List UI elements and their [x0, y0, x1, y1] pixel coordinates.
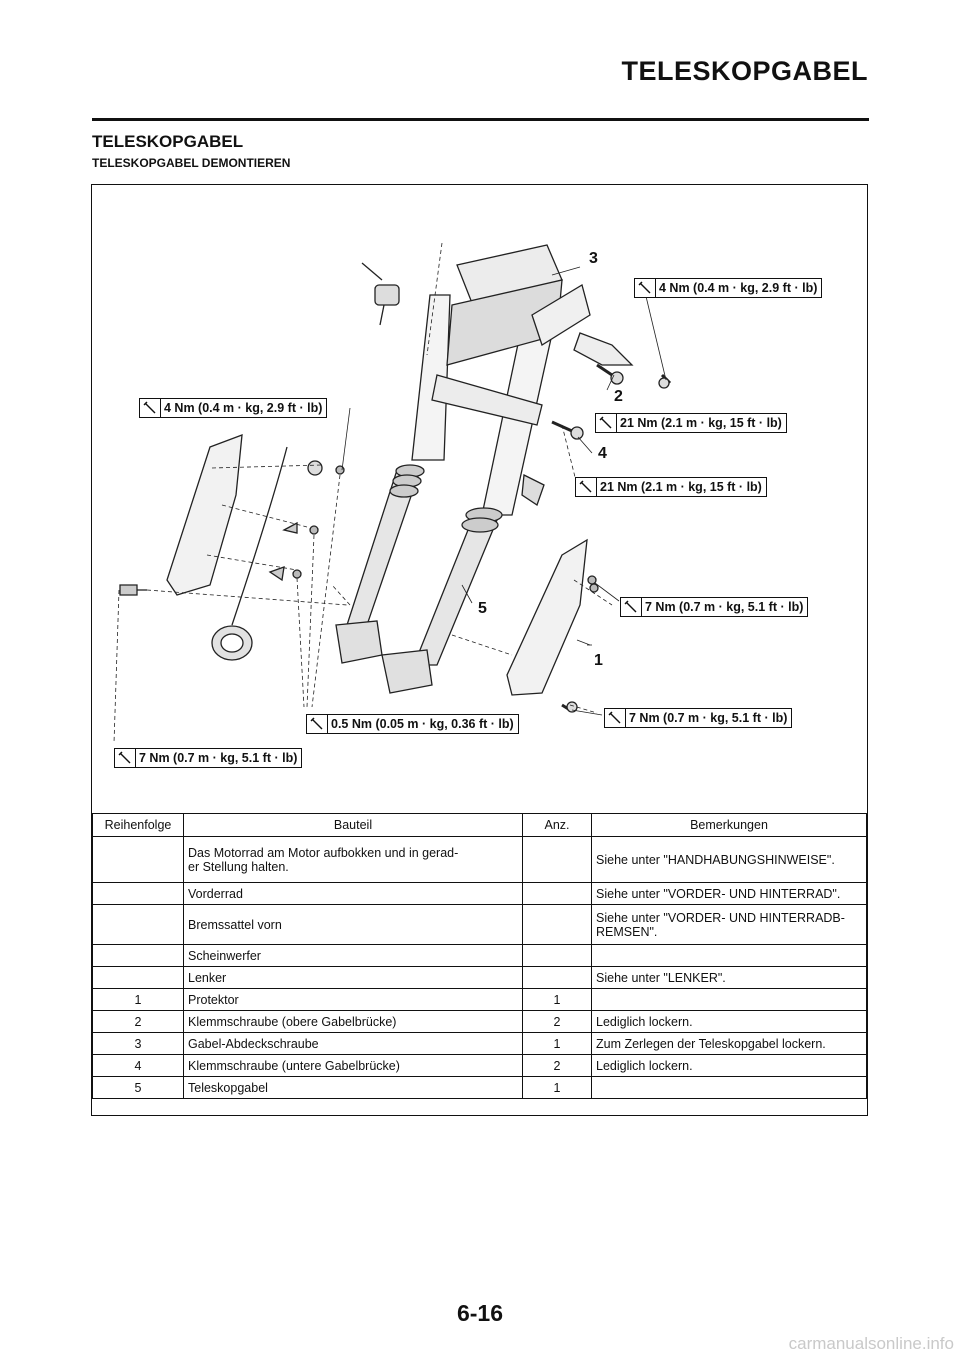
torque-spec: 7 Nm (0.7 m · kg, 5.1 ft · lb): [114, 748, 303, 768]
torque-value: 21 Nm (2.1 m · kg, 15 ft · lb): [620, 416, 782, 430]
wrench-icon: [596, 414, 617, 432]
col-header-remarks: Bemerkungen: [591, 813, 867, 837]
left-fork-upper: [411, 294, 451, 461]
callout-5: 5: [478, 600, 487, 617]
torque-spec: 21 Nm (2.1 m · kg, 15 ft · lb): [575, 477, 767, 497]
cell-order: 4: [92, 1054, 184, 1077]
torque-value: 4 Nm (0.4 m · kg, 2.9 ft · lb): [164, 401, 323, 415]
cell-qty: [522, 882, 592, 905]
section-title: TELESKOPGABEL: [92, 132, 244, 151]
watermark: carmanualsonline.info: [788, 1334, 954, 1353]
table-row: 4 Klemmschraube (untere Gabelbrücke) 2 L…: [92, 1054, 867, 1077]
cell-qty: 1: [522, 1032, 592, 1055]
table-row: Lenker Siehe unter "LENKER".: [92, 966, 867, 989]
callout-1: 1: [594, 652, 603, 669]
cell-order: 5: [92, 1076, 184, 1099]
wrench-icon: [115, 749, 136, 767]
torque-value: 7 Nm (0.7 m · kg, 5.1 ft · lb): [645, 600, 804, 614]
cell-qty: [522, 836, 592, 883]
cell-qty: [522, 944, 592, 967]
content-frame: [91, 184, 868, 1116]
cell-remarks: [591, 1076, 867, 1099]
cell-order: [92, 966, 184, 989]
cell-order: 1: [92, 988, 184, 1011]
cell-order: [92, 836, 184, 883]
cell-remarks: [591, 944, 867, 967]
cell-remarks: Siehe unter "VORDER- UND HINTERRADB- REM…: [591, 904, 867, 945]
cell-order: [92, 882, 184, 905]
cell-part: Scheinwerfer: [183, 944, 523, 967]
cell-qty: 1: [522, 1076, 592, 1099]
wrench-icon: [307, 715, 328, 733]
cell-qty: 1: [522, 988, 592, 1011]
cell-remarks: Lediglich lockern.: [591, 1010, 867, 1033]
cell-remarks: Lediglich lockern.: [591, 1054, 867, 1077]
cell-remarks: Siehe unter "LENKER".: [591, 966, 867, 989]
section-subtitle: TELESKOPGABEL DEMONTIEREN: [92, 156, 291, 170]
right-fork-lower: [413, 519, 498, 666]
cell-qty: [522, 966, 592, 989]
wrench-icon: [605, 709, 626, 727]
cell-part: Protektor: [183, 988, 523, 1011]
left-protector: [166, 434, 243, 596]
torque-value: 7 Nm (0.7 m · kg, 5.1 ft · lb): [629, 711, 788, 725]
cell-qty: 2: [522, 1054, 592, 1077]
cell-part: Das Motorrad am Motor aufbokken und in g…: [183, 836, 523, 883]
cell-part: Vorderrad: [183, 882, 523, 905]
cell-qty: 2: [522, 1010, 592, 1033]
table-row: Bremssattel vorn Siehe unter "VORDER- UN…: [92, 904, 867, 945]
cell-part: Bremssattel vorn: [183, 904, 523, 945]
cell-remarks: [591, 988, 867, 1011]
torque-value: 0.5 Nm (0.05 m · kg, 0.36 ft · lb): [331, 717, 514, 731]
torque-spec: 7 Nm (0.7 m · kg, 5.1 ft · lb): [604, 708, 793, 728]
torque-spec: 21 Nm (2.1 m · kg, 15 ft · lb): [595, 413, 787, 433]
torque-spec: 0.5 Nm (0.05 m · kg, 0.36 ft · lb): [306, 714, 519, 734]
right-protector: [506, 538, 588, 696]
torque-spec: 4 Nm (0.4 m · kg, 2.9 ft · lb): [139, 398, 328, 418]
col-header-order: Reihenfolge: [92, 813, 184, 837]
cell-part: Klemmschraube (obere Gabelbrücke): [183, 1010, 523, 1033]
table-row: 5 Teleskopgabel 1: [92, 1076, 867, 1099]
cell-part: Lenker: [183, 966, 523, 989]
table-row: 3 Gabel-Abdeckschraube 1 Zum Zerlegen de…: [92, 1032, 867, 1055]
cell-qty: [522, 904, 592, 945]
wrench-icon: [621, 598, 642, 616]
table-row: Das Motorrad am Motor aufbokken und in g…: [92, 836, 867, 883]
wrench-icon: [576, 478, 597, 496]
col-header-qty: Anz.: [522, 813, 592, 837]
wrench-icon: [140, 399, 161, 417]
table-header-row: Reihenfolge Bauteil Anz. Bemerkungen: [92, 813, 867, 837]
cell-order: 3: [92, 1032, 184, 1055]
page-header-title: TELESKOPGABEL: [621, 56, 868, 86]
cell-order: [92, 904, 184, 945]
lower-triple-clamp: [431, 374, 543, 426]
torque-value: 4 Nm (0.4 m · kg, 2.9 ft · lb): [659, 281, 818, 295]
fork-exploded-diagram: [113, 242, 672, 744]
cell-part: Gabel-Abdeckschraube: [183, 1032, 523, 1055]
cell-part: Teleskopgabel: [183, 1076, 523, 1099]
torque-value: 7 Nm (0.7 m · kg, 5.1 ft · lb): [139, 751, 298, 765]
table-row: Vorderrad Siehe unter "VORDER- UND HINTE…: [92, 882, 867, 905]
callout-3: 3: [589, 250, 598, 267]
torque-spec: 4 Nm (0.4 m · kg, 2.9 ft · lb): [634, 278, 823, 298]
header-rule: [92, 118, 869, 121]
torque-value: 21 Nm (2.1 m · kg, 15 ft · lb): [600, 480, 762, 494]
page-number: 6-16: [456, 1300, 504, 1326]
callout-2: 2: [614, 388, 623, 405]
cell-remarks: Siehe unter "HANDHABUNGSHINWEISE".: [591, 836, 867, 883]
cell-remarks: Siehe unter "VORDER- UND HINTERRAD".: [591, 882, 867, 905]
callout-4: 4: [598, 445, 607, 462]
torque-spec: 7 Nm (0.7 m · kg, 5.1 ft · lb): [620, 597, 809, 617]
table-row: 2 Klemmschraube (obere Gabelbrücke) 2 Le…: [92, 1010, 867, 1033]
cell-remarks: Zum Zerlegen der Teleskopgabel lockern.: [591, 1032, 867, 1055]
cell-part: Klemmschraube (untere Gabelbrücke): [183, 1054, 523, 1077]
table-row: Scheinwerfer: [92, 944, 867, 967]
cell-order: 2: [92, 1010, 184, 1033]
wrench-icon: [635, 279, 656, 297]
col-header-part: Bauteil: [183, 813, 523, 837]
parts-table: Reihenfolge Bauteil Anz. Bemerkungen Das…: [92, 813, 867, 1099]
cell-order: [92, 944, 184, 967]
table-row: 1 Protektor 1: [92, 988, 867, 1011]
